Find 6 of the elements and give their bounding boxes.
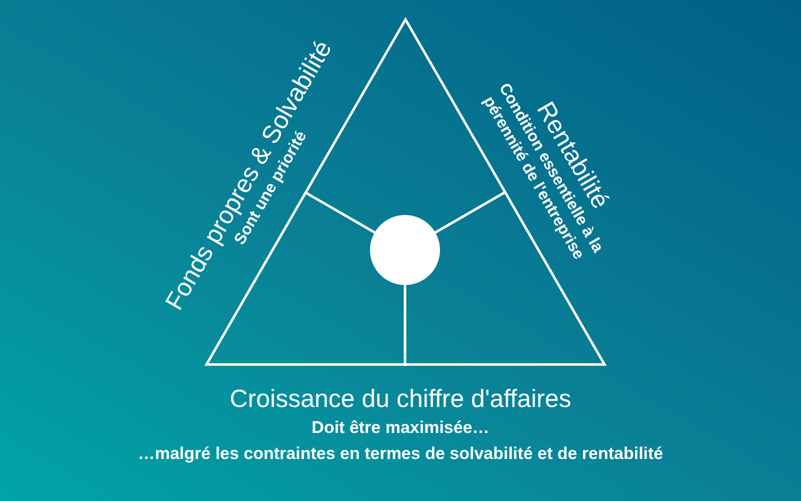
base-subtitle: Doit être maximisée… xyxy=(312,417,490,439)
connector-line xyxy=(434,190,506,234)
base-title: Croissance du chiffre d'affaires xyxy=(230,384,572,415)
connector-line xyxy=(404,285,406,366)
base-note: …malgré les contraintes en termes de solvabilité et de rentabilité xyxy=(138,443,664,465)
connector-line xyxy=(304,191,376,234)
